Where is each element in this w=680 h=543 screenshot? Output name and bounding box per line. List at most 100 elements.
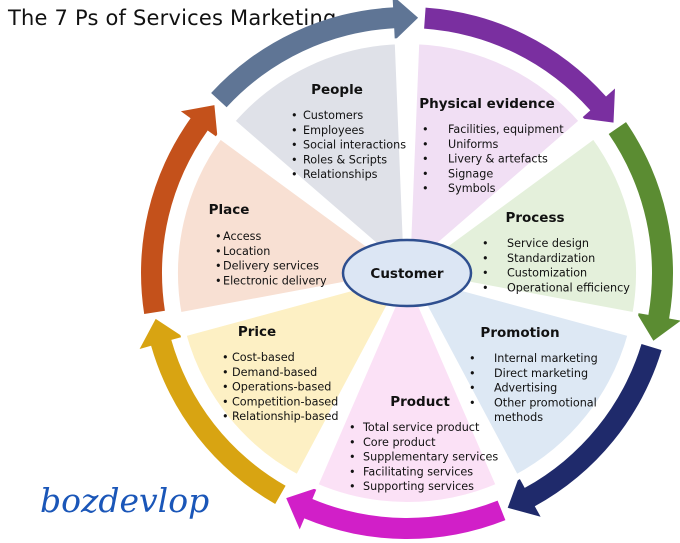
wedge-promotion	[310, 265, 504, 508]
bullet-item: Advertising	[494, 382, 557, 395]
customer-ellipse	[341, 238, 473, 308]
bullet-item: Relationship-based	[232, 410, 338, 423]
wedge-process	[401, 268, 635, 482]
bullet-item: Service design	[507, 237, 589, 250]
bullet-dot: •	[482, 237, 489, 250]
bullet-item: Customization	[507, 267, 587, 280]
bullet-dot: •	[291, 124, 298, 137]
bullet-item: Other promotional	[494, 396, 597, 409]
segment-place: Place•Access•Location•Delivery services•…	[209, 202, 327, 287]
bullet-dot: •	[222, 351, 229, 364]
bullet-item: Social interactions	[303, 139, 406, 152]
bullet-item: Location	[223, 245, 270, 258]
bullet-dot: •	[422, 123, 429, 136]
bullet-dot: •	[349, 451, 356, 464]
bullet-dot: •	[222, 395, 229, 408]
bullet-dot: •	[482, 267, 489, 280]
bullet-dot: •	[215, 245, 222, 258]
segment-title-process: Process	[505, 210, 564, 226]
bullet-item: Operations-based	[232, 381, 331, 394]
diagram-title: The 7 Ps of Services Marketing	[8, 6, 337, 30]
bullet-item: Facilities, equipment	[448, 123, 564, 136]
bullet-item: Customers	[303, 109, 363, 122]
bullet-dot: •	[469, 367, 476, 380]
bullet-dot: •	[222, 366, 229, 379]
segment-process: Process • Service design • Standardization • C…	[482, 210, 630, 294]
wedge-product	[179, 268, 413, 482]
bullet-dot: •	[349, 436, 356, 449]
bozdevlop-logo: bozdevlop	[40, 481, 209, 520]
bullet-item: Total service product	[362, 421, 480, 434]
segment-title-place: Place	[209, 202, 250, 218]
segment-physical-evidence: Physical evidence • Facilities, equipment •…	[419, 96, 564, 195]
bullet-item: Employees	[303, 124, 364, 137]
bullet-item: Direct marketing	[494, 367, 588, 380]
segment-title-physical-evidence: Physical evidence	[419, 96, 555, 112]
bullet-item: Livery & artefacts	[448, 153, 548, 166]
bullet-item: Access	[223, 230, 261, 243]
segment-title-promotion: Promotion	[480, 325, 559, 341]
bullet-item: Cost-based	[232, 351, 295, 364]
bullet-dot: •	[215, 274, 222, 287]
bullet-dot: •	[291, 153, 298, 166]
segment-title-people: People	[311, 82, 363, 98]
bullet-dot: •	[422, 182, 429, 195]
bullet-dot: •	[349, 421, 356, 434]
bullet-dot: •	[422, 167, 429, 180]
bullet-item: Competition-based	[232, 395, 338, 408]
arrow-place	[211, 0, 419, 108]
bullet-dot: •	[215, 260, 222, 273]
bullet-dot: •	[291, 109, 298, 122]
bullet-item: Standardization	[507, 252, 595, 265]
bullet-dot: •	[349, 480, 356, 493]
bullet-item: Operational efficiency	[507, 281, 630, 294]
segment-title-product: Product	[390, 394, 450, 410]
center-hub: Customer	[341, 238, 473, 308]
segment-labels: People • Customers • Employees • Social intera…	[209, 82, 631, 493]
bullet-item: Core product	[363, 436, 436, 449]
arrow-product	[139, 318, 286, 504]
bullet-item: Symbols	[448, 182, 496, 195]
bullet-dot: •	[291, 139, 298, 152]
arrow-physical-evidence	[608, 122, 680, 341]
bullet-dot: •	[215, 230, 222, 243]
bullet-dot: •	[349, 465, 356, 478]
bullet-dot: •	[469, 382, 476, 395]
wedge-people	[403, 38, 587, 280]
bullet-dot: •	[482, 252, 489, 265]
bullet-dot: •	[222, 381, 229, 394]
bullet-item: Uniforms	[448, 138, 498, 151]
bullet-dot: •	[469, 396, 476, 409]
arrow-promotion	[286, 487, 506, 539]
segment-promotion: Promotion • Internal marketing • Direct mark…	[469, 325, 598, 424]
segment-title-price: Price	[238, 324, 276, 340]
segment-product: Product • Total service product • Core produ…	[349, 394, 498, 493]
wedge-ring	[172, 38, 642, 508]
bullet-item: Roles & Scripts	[303, 153, 387, 166]
bullet-item: Signage	[448, 167, 493, 180]
bullet-dot: •	[469, 352, 476, 365]
customer-label: Customer	[370, 266, 444, 282]
arrow-price	[141, 105, 218, 314]
arrow-ring	[139, 0, 680, 539]
bullet-dot: •	[291, 168, 298, 181]
segment-price: Price•Cost-based•Demand-based•Operations…	[222, 324, 338, 423]
bullet-dot: •	[222, 410, 229, 423]
segment-people: People • Customers • Employees • Social intera…	[291, 82, 406, 181]
bullet-item: Supporting services	[363, 480, 474, 493]
arrow-process	[507, 344, 662, 517]
bullet-item: Electronic delivery	[223, 274, 327, 287]
bullet-dot: •	[422, 138, 429, 151]
bullet-item: Relationships	[303, 168, 378, 181]
bullet-item: Facilitating services	[363, 465, 473, 478]
bullet-item: Delivery services	[223, 260, 319, 273]
bullet-dot: •	[482, 281, 489, 294]
bullet-dot: •	[422, 153, 429, 166]
wedge-place	[227, 38, 411, 280]
bullet-item: Demand-based	[232, 366, 317, 379]
bullet-item: methods	[494, 411, 543, 424]
bullet-item: Supplementary services	[363, 451, 498, 464]
bullet-item: Internal marketing	[494, 352, 598, 365]
